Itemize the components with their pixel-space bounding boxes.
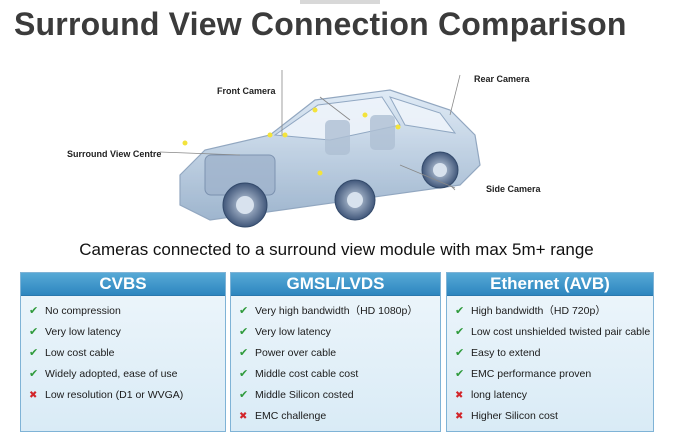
list-item: ✔ High bandwidth（HD 720p） (455, 301, 653, 322)
check-mark-icon: ✔ (239, 347, 249, 359)
panel-gmsl-lvds: GMSL/LVDS ✔ Very high bandwidth（HD 1080p）… (230, 272, 441, 432)
check-mark-icon: ✔ (239, 368, 249, 380)
callout-front-camera: Front Camera (217, 86, 276, 96)
check-mark-icon: ✔ (239, 389, 249, 401)
list-item-text: Easy to extend (471, 347, 541, 359)
list-item-text: Very low latency (255, 326, 331, 338)
callout-side-camera: Side Camera (486, 184, 541, 194)
list-item-text: Power over cable (255, 347, 337, 359)
list-item: ✔ EMC performance proven (455, 364, 653, 385)
list-item: ✔ Very high bandwidth（HD 1080p） (239, 301, 440, 322)
panel-title: GMSL/LVDS (231, 273, 440, 296)
list-item-text: Very high bandwidth（HD 1080p） (255, 305, 418, 317)
list-item: ✖ Higher Silicon cost (455, 406, 653, 427)
list-item: ✖ long latency (455, 385, 653, 406)
list-item: ✖ Low resolution (D1 or WVGA) (29, 385, 225, 406)
cross-mark-icon: ✖ (455, 411, 464, 422)
list-item: ✔ Low cost unshielded twisted pair cable (455, 322, 653, 343)
list-item-text: High bandwidth（HD 720p） (471, 305, 606, 317)
list-item-text: long latency (471, 389, 528, 401)
callout-surround-view-centre: Surround View Centre (67, 149, 162, 159)
list-item: ✖ EMC challenge (239, 406, 440, 427)
panel-ethernet-avb: Ethernet (AVB) ✔High bandwidth（HD 720p）✔… (446, 272, 654, 432)
check-mark-icon: ✔ (455, 305, 465, 317)
check-mark-icon: ✔ (29, 305, 39, 317)
list-item-text: No compression (45, 305, 121, 317)
list-item: ✔ Middle Silicon costed (239, 385, 440, 406)
panel-cvbs: CVBS ✔ No compression ✔ Very low latency ✔ Lo… (20, 272, 226, 432)
list-item-text: EMC challenge (255, 410, 327, 422)
list-item: ✔ Widely adopted, ease of use (29, 364, 225, 385)
list-item: ✔ Very low latency (239, 322, 440, 343)
list-item-text: Very low latency (45, 326, 121, 338)
list-item-text: Middle Silicon costed (255, 389, 354, 401)
panel-title: Ethernet (AVB) (447, 273, 653, 296)
check-mark-icon: ✔ (29, 326, 39, 338)
cross-mark-icon: ✖ (455, 390, 464, 401)
check-mark-icon: ✔ (29, 347, 39, 359)
callout-rear-camera: Rear Camera (474, 74, 530, 84)
check-mark-icon: ✔ (455, 368, 465, 380)
list-item-text: Widely adopted, ease of use (45, 368, 178, 380)
list-item-text: Higher Silicon cost (471, 410, 558, 422)
top-accent-bar (300, 0, 380, 4)
car-xray-image (159, 70, 481, 228)
list-item-text: Low cost cable (45, 347, 115, 359)
list-item-text: EMC performance proven (471, 368, 592, 380)
check-mark-icon: ✔ (29, 368, 39, 380)
list-item: ✔ Power over cable (239, 343, 440, 364)
car-illustration (150, 55, 490, 240)
list-item-text: Low resolution (D1 or WVGA) (45, 389, 184, 401)
check-mark-icon: ✔ (239, 326, 249, 338)
check-mark-icon: ✔ (455, 326, 465, 338)
list-item: ✔ No compression (29, 301, 225, 322)
feature-list: ✔ No compression ✔ Very low latency ✔ Low cos… (21, 296, 225, 406)
check-mark-icon: ✔ (239, 305, 249, 317)
page-title: Surround View Connection Comparison (14, 6, 627, 42)
panel-title: CVBS (21, 273, 225, 296)
feature-list: ✔ Very high bandwidth（HD 1080p） ✔ Very low … (231, 296, 440, 427)
list-item: ✔ Very low latency (29, 322, 225, 343)
check-mark-icon: ✔ (455, 347, 465, 359)
cross-mark-icon: ✖ (239, 411, 248, 422)
slide-subtitle: Cameras connected to a surround view mod… (79, 240, 594, 259)
feature-list: ✔ High bandwidth（HD 720p） ✔ Low cost unshie… (447, 296, 653, 427)
list-item-text: Middle cost cable cost (255, 368, 359, 380)
list-item: ✔ Low cost cable (29, 343, 225, 364)
cross-mark-icon: ✖ (29, 390, 38, 401)
list-item: ✔ Easy to extend (455, 343, 653, 364)
list-item: ✔ Middle cost cable cost (239, 364, 440, 385)
list-item-text: Low cost unshielded twisted pair cable (471, 326, 651, 338)
